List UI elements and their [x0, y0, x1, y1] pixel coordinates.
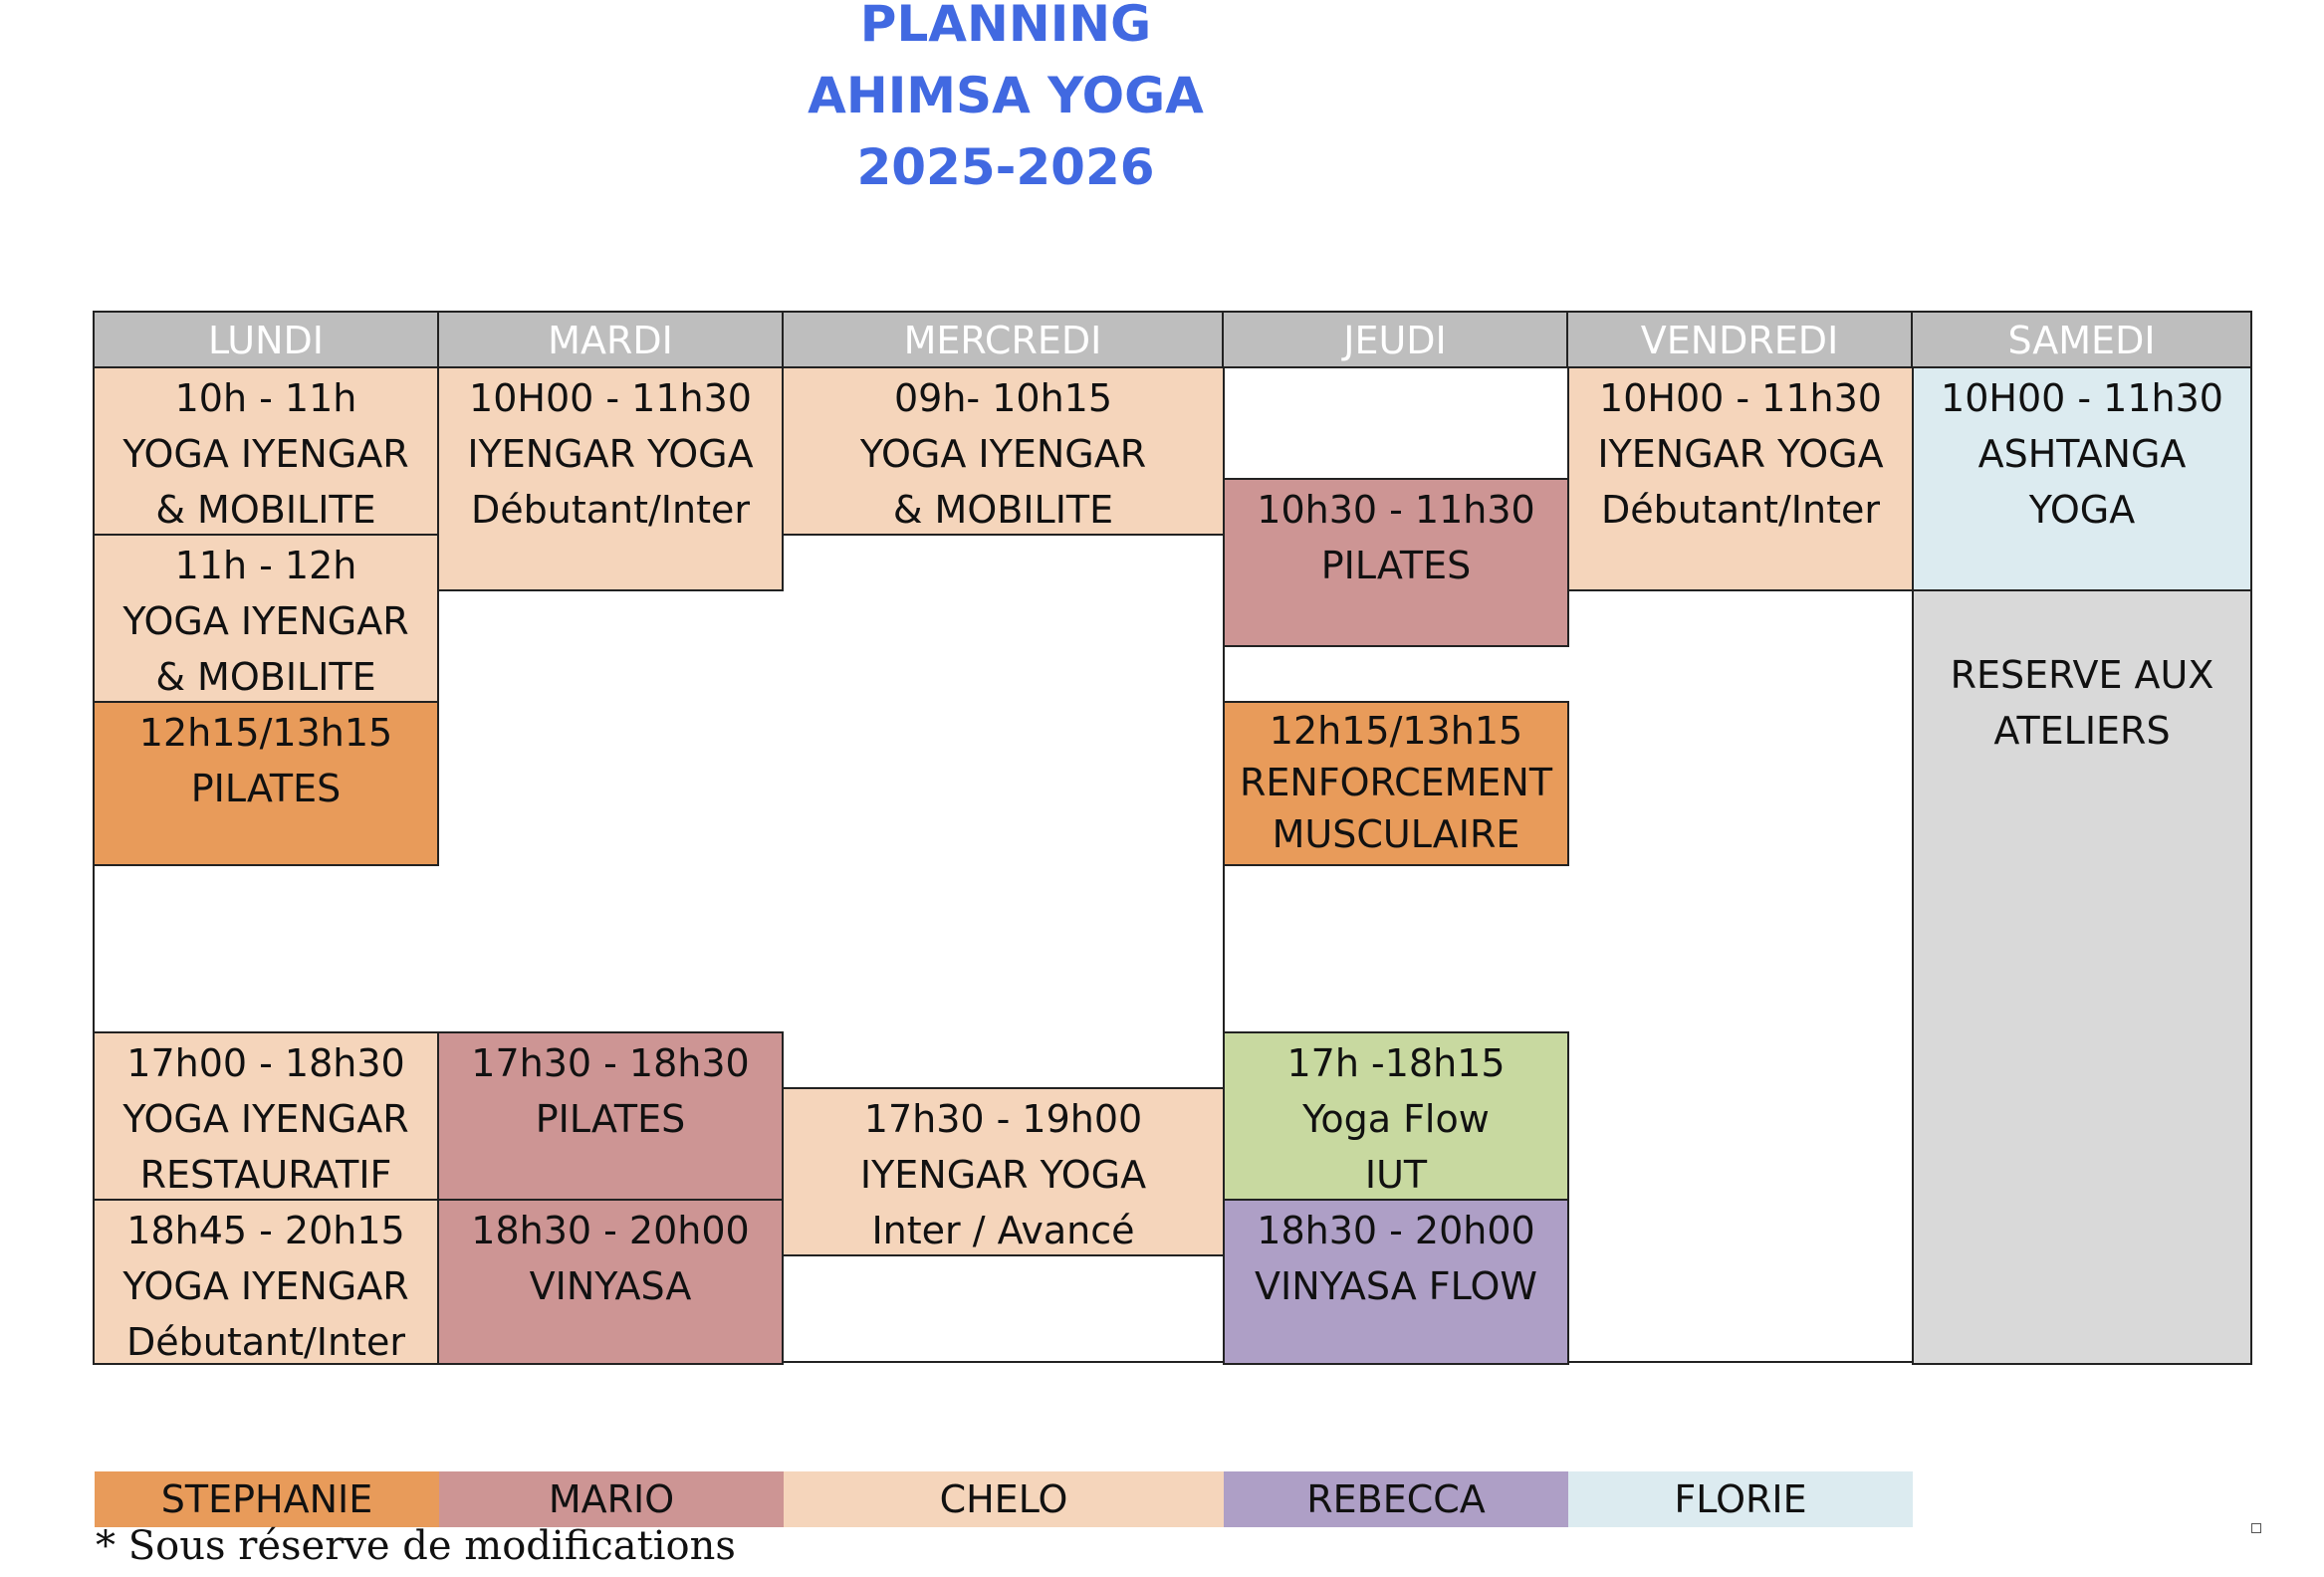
column-divider — [1223, 368, 1225, 1364]
corner-square-icon — [2251, 1523, 2261, 1533]
day-header-lundi: LUNDI — [95, 313, 439, 368]
day-header-mardi: MARDI — [439, 313, 784, 368]
day-header-mercredi: MERCREDI — [784, 313, 1224, 368]
legend-florie: FLORIE — [1568, 1471, 1913, 1527]
day-header-samedi: SAMEDI — [1913, 313, 2250, 368]
day-header-vendredi: VENDREDI — [1568, 313, 1913, 368]
title-planning: PLANNING — [859, 0, 1152, 53]
footnote: * Sous réserve de modifications — [96, 1523, 736, 1569]
legend-rebecca: REBECCA — [1224, 1471, 1568, 1527]
legend-stephanie: STEPHANIE — [95, 1471, 439, 1527]
schedule-table: LUNDI MARDI MERCREDI JEUDI VENDREDI SAME… — [93, 311, 2252, 1365]
day-header-jeudi: JEUDI — [1224, 313, 1568, 368]
legend-chelo: CHELO — [784, 1471, 1224, 1527]
title-studio: AHIMSA YOGA — [808, 67, 1204, 124]
legend-mario: MARIO — [439, 1471, 784, 1527]
title-season: 2025-2026 — [856, 138, 1155, 196]
